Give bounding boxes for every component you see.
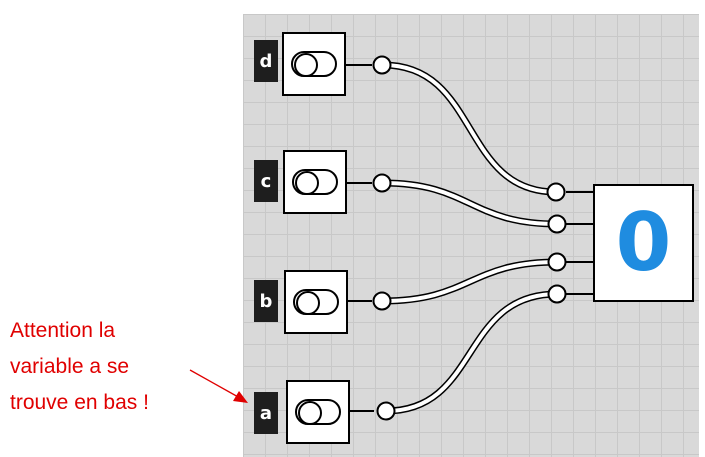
output-value: 0 [615, 196, 672, 289]
pin-in-4 [547, 284, 567, 304]
variable-label-b: b [254, 280, 278, 322]
pin-d-out [372, 55, 392, 75]
pin-in-1 [546, 182, 566, 202]
variable-label-d: d [254, 40, 278, 82]
pin-a-out [376, 401, 396, 421]
pin-in-3 [547, 252, 567, 272]
toggle-icon [292, 169, 338, 195]
toggle-icon [295, 399, 341, 425]
annotation-line: trouve en bas ! [10, 391, 149, 414]
annotation-line: variable a se [10, 355, 130, 378]
annotation-note: Attention la variable a se trouve en bas… [10, 313, 210, 421]
output-display[interactable]: 0 [593, 184, 694, 302]
variable-label-a: a [254, 392, 278, 434]
arrow-icon [189, 369, 248, 403]
pin-in-2 [547, 214, 567, 234]
toggle-icon [293, 289, 339, 315]
variable-label-c: c [254, 160, 278, 202]
toggle-icon [291, 51, 337, 77]
switch-c[interactable] [283, 150, 347, 214]
switch-d[interactable] [282, 32, 346, 96]
switch-b[interactable] [284, 270, 348, 334]
pin-b-out [372, 291, 392, 311]
pin-c-out [372, 173, 392, 193]
switch-a[interactable] [286, 380, 350, 444]
annotation-line: Attention la [10, 319, 116, 342]
